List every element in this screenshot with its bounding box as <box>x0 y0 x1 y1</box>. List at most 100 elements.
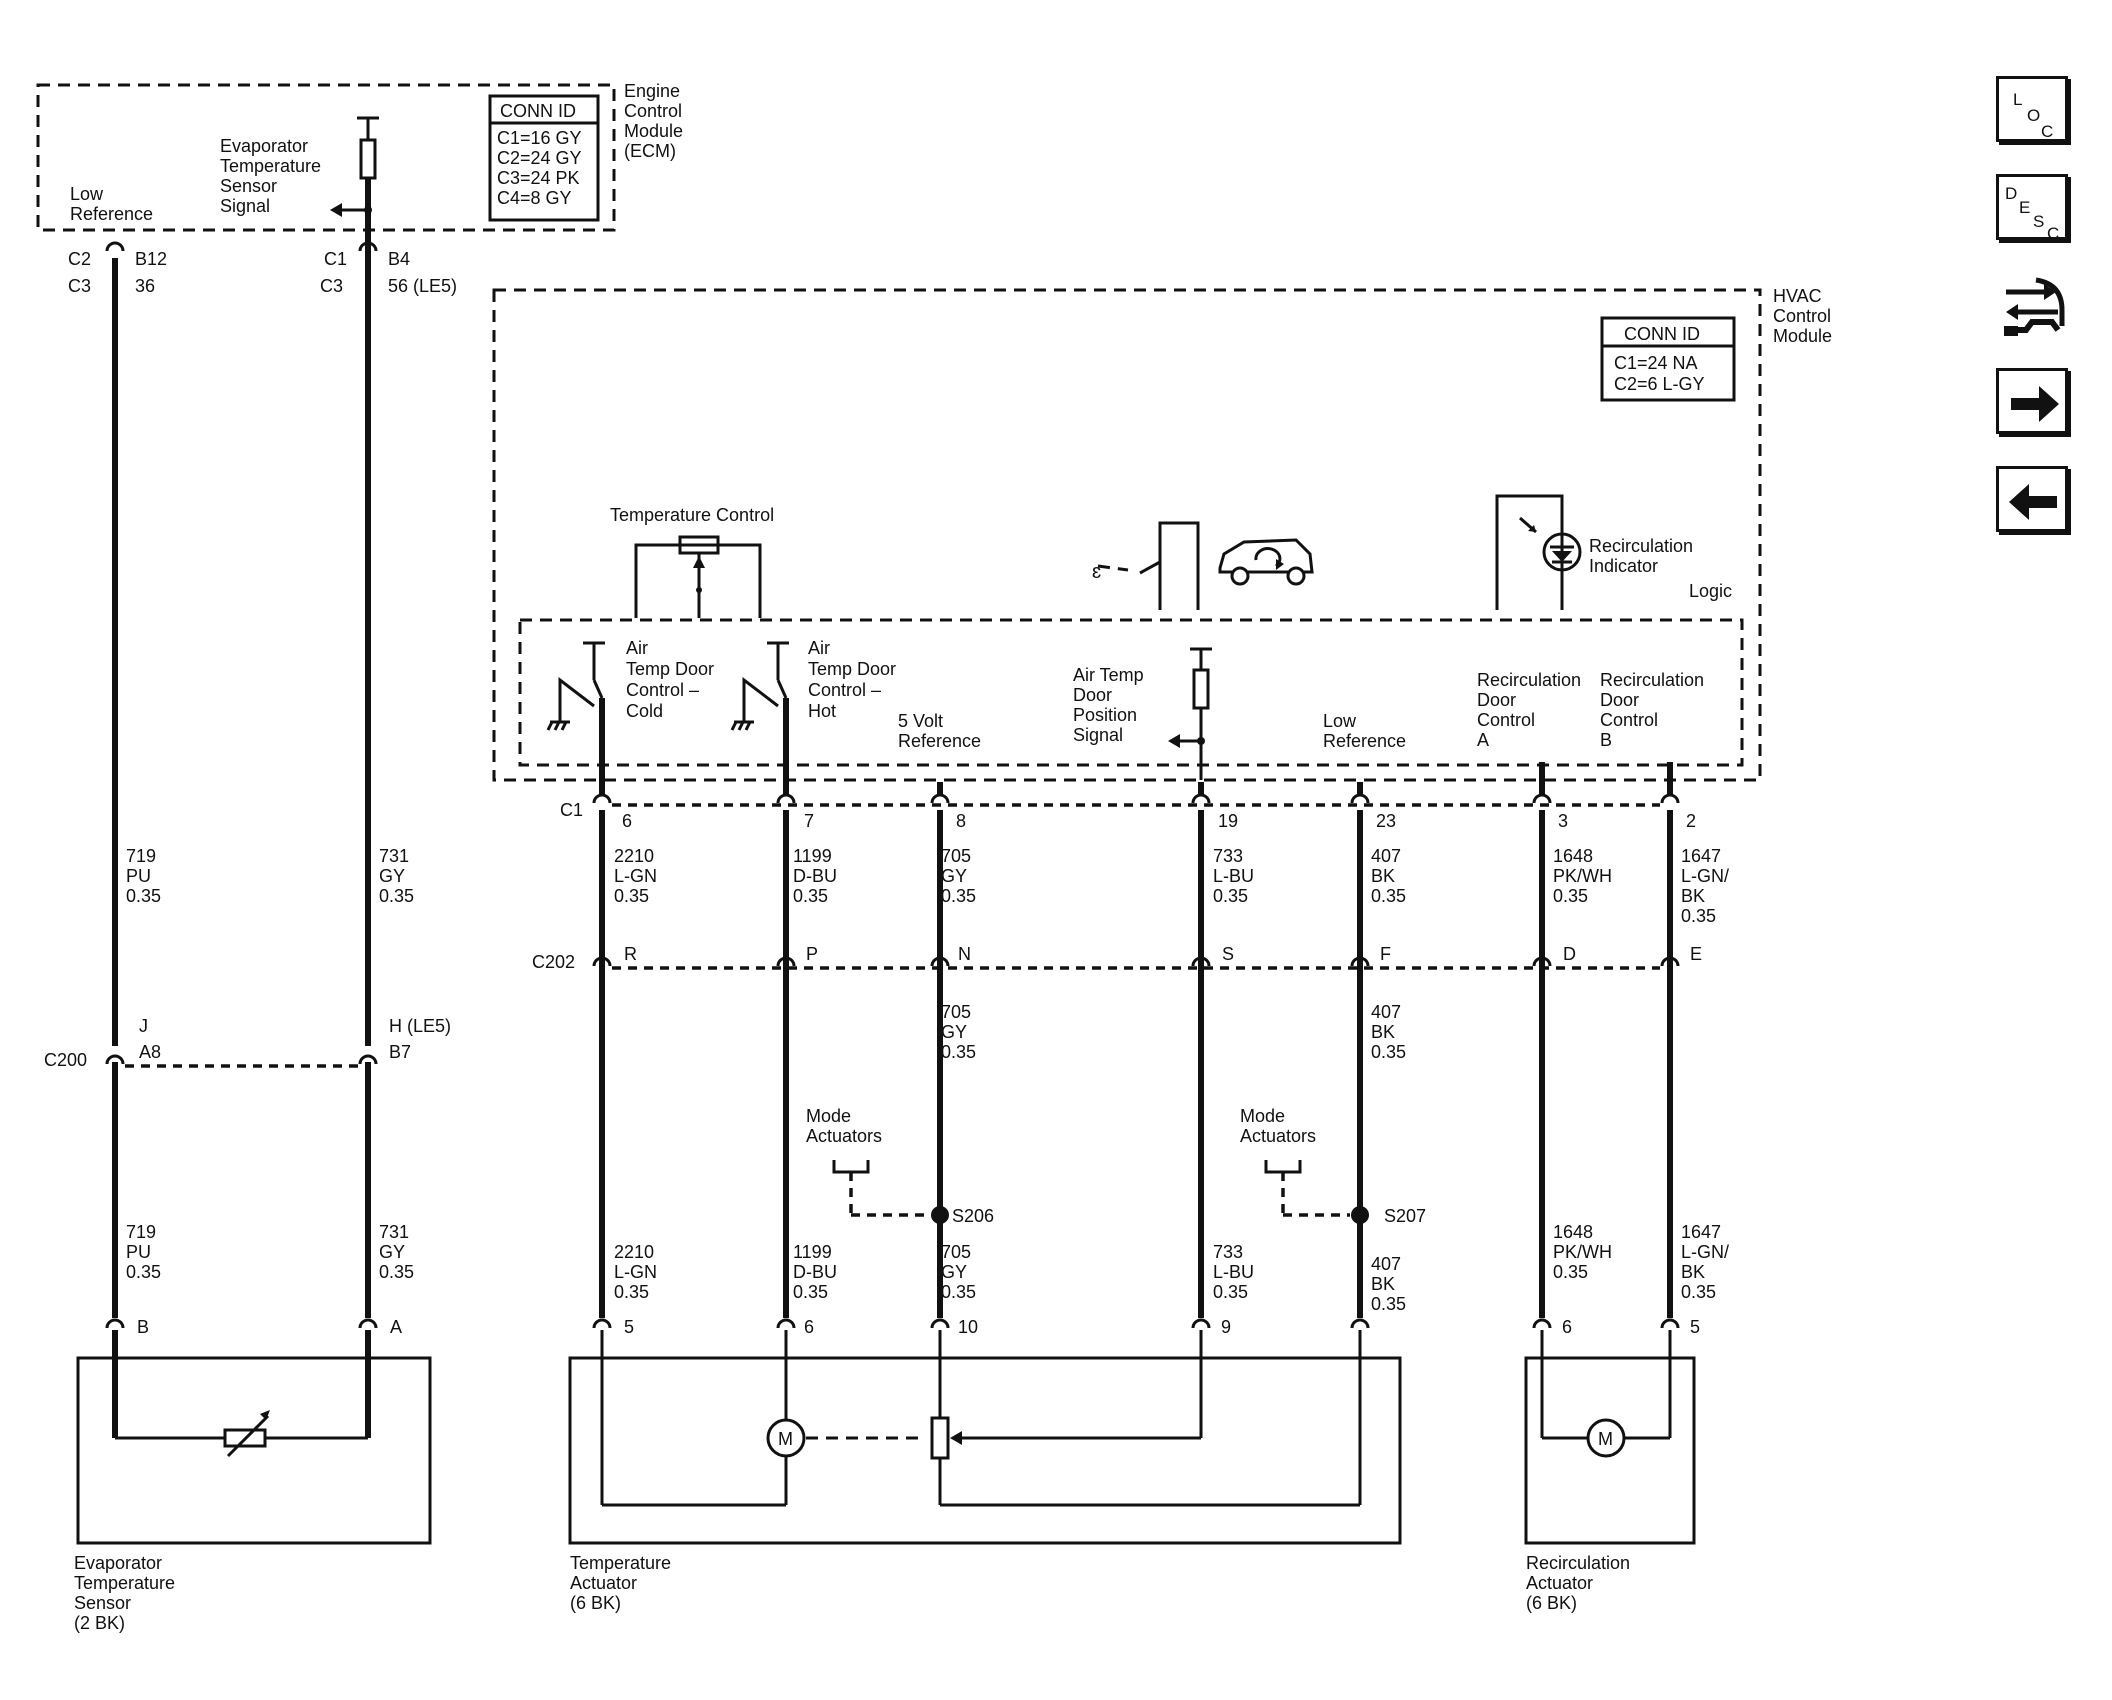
svg-text:BK: BK <box>1371 1274 1395 1294</box>
svg-text:(2 BK): (2 BK) <box>74 1613 125 1633</box>
five-volt-reference-label: 5 Volt Reference <box>898 711 981 751</box>
svg-text:ɛ: ɛ <box>1092 561 1101 583</box>
svg-text:GY: GY <box>941 866 967 886</box>
svg-text:Control –: Control – <box>626 680 699 700</box>
svg-text:0.35: 0.35 <box>126 1262 161 1282</box>
svg-text:10: 10 <box>958 1317 978 1337</box>
svg-text:L: L <box>2013 90 2022 109</box>
recirc-indicator-led: Recirculation Indicator Logic <box>1495 494 1732 610</box>
svg-text:H (LE5): H (LE5) <box>389 1016 451 1036</box>
svg-text:Reference: Reference <box>70 204 153 224</box>
svg-text:Control –: Control – <box>808 680 881 700</box>
svg-text:Position: Position <box>1073 705 1137 725</box>
svg-text:Door: Door <box>1477 690 1516 710</box>
svg-text:0.35: 0.35 <box>1681 906 1716 926</box>
svg-text:Sensor: Sensor <box>220 176 277 196</box>
svg-text:L-GN/: L-GN/ <box>1681 866 1729 886</box>
svg-text:733: 733 <box>1213 1242 1243 1262</box>
svg-text:GY: GY <box>941 1022 967 1042</box>
svg-text:9: 9 <box>1221 1317 1231 1337</box>
desc-button[interactable]: D E S C <box>1996 174 2068 243</box>
svg-text:0.35: 0.35 <box>793 1282 828 1302</box>
svg-text:S206: S206 <box>952 1206 994 1226</box>
previous-button[interactable] <box>1996 466 2068 532</box>
svg-text:C3: C3 <box>320 276 343 296</box>
svg-text:R: R <box>624 944 637 964</box>
svg-text:PK/WH: PK/WH <box>1553 866 1612 886</box>
svg-text:J: J <box>139 1016 148 1036</box>
recirculation-actuator-component: 6 5 M Recirculation Actuator (6 BK) <box>1524 1317 1700 1613</box>
svg-text:Temperature: Temperature <box>74 1573 175 1593</box>
svg-text:S: S <box>1222 944 1234 964</box>
evap-sensor-component: B A Evaporator Temperature Sensor (2 BK) <box>74 1317 432 1633</box>
ecm-evap-signal-label: Evaporator Temperature Sensor Signal <box>220 136 321 216</box>
svg-text:733: 733 <box>1213 846 1243 866</box>
svg-text:O: O <box>2027 106 2040 125</box>
svg-text:BK: BK <box>1681 886 1705 906</box>
temperature-actuator-component: 5 6 10 9 M Temperature Actuator (6 BK) <box>568 1317 1402 1613</box>
connector-swap-icon[interactable] <box>1996 270 2068 346</box>
svg-text:L-GN: L-GN <box>614 866 657 886</box>
vehicle-recirc-icon <box>1218 538 1314 586</box>
svg-text:0.35: 0.35 <box>1553 886 1588 906</box>
svg-text:0.35: 0.35 <box>941 1042 976 1062</box>
svg-text:A8: A8 <box>139 1042 161 1062</box>
svg-text:(6 BK): (6 BK) <box>570 1593 621 1613</box>
svg-text:6: 6 <box>622 811 632 831</box>
svg-text:PU: PU <box>126 1242 151 1262</box>
ecm-conn-c3: C3=24 PK <box>497 168 580 188</box>
svg-text:1648: 1648 <box>1553 846 1593 866</box>
arrow-left-icon <box>2027 496 2057 508</box>
c200-label: C200 <box>44 1050 87 1070</box>
c202-connector: C202 R P N S F D E <box>532 944 1702 972</box>
svg-text:B4: B4 <box>388 249 410 269</box>
svg-text:6: 6 <box>1562 1317 1572 1337</box>
ecm-module: CONN ID C1=16 GY C2=24 GY C3=24 PK C4=8 … <box>36 81 683 258</box>
svg-text:L-GN/: L-GN/ <box>1681 1242 1729 1262</box>
svg-text:B12: B12 <box>135 249 167 269</box>
svg-text:2210: 2210 <box>614 846 654 866</box>
svg-text:Mode: Mode <box>1240 1106 1285 1126</box>
svg-text:0.35: 0.35 <box>941 1282 976 1302</box>
svg-text:GY: GY <box>941 1262 967 1282</box>
door-position-signal: Air Temp Door Position Signal <box>1073 647 1212 780</box>
thermistor-icon <box>223 1428 267 1448</box>
splice-s206 <box>931 1206 949 1224</box>
hvac-conn-c1: C1=24 NA <box>1614 353 1698 373</box>
hvac-module: HVAC Control Module CONN ID C1=24 NA C2=… <box>492 286 1832 782</box>
svg-text:Recirculation: Recirculation <box>1600 670 1704 690</box>
svg-text:(ECM): (ECM) <box>624 141 676 161</box>
svg-text:PU: PU <box>126 866 151 886</box>
svg-text:6: 6 <box>804 1317 814 1337</box>
ecm-boundary <box>36 83 616 232</box>
ecm-conn-c1: C1=16 GY <box>497 128 582 148</box>
svg-text:0.35: 0.35 <box>379 1262 414 1282</box>
next-button[interactable] <box>1996 368 2068 434</box>
svg-text:3: 3 <box>1558 811 1568 831</box>
svg-text:Low: Low <box>1323 711 1357 731</box>
svg-text:F: F <box>1380 944 1391 964</box>
hvac-conn-header: CONN ID <box>1624 324 1700 344</box>
svg-text:Reference: Reference <box>1323 731 1406 751</box>
svg-text:2: 2 <box>1686 811 1696 831</box>
svg-text:A: A <box>390 1317 402 1337</box>
hvac-internal-wires <box>599 698 1673 795</box>
svg-text:0.35: 0.35 <box>1371 1294 1406 1314</box>
svg-text:8: 8 <box>956 811 966 831</box>
svg-text:Mode: Mode <box>806 1106 851 1126</box>
svg-text:1647: 1647 <box>1681 1222 1721 1242</box>
svg-text:Actuator: Actuator <box>1526 1573 1593 1593</box>
c202-label: C202 <box>532 952 575 972</box>
ecm-pullup-resistor <box>330 116 379 258</box>
svg-text:5: 5 <box>1690 1317 1700 1337</box>
loc-button[interactable]: L O C <box>1996 76 2068 142</box>
logic-label: Logic <box>1689 581 1732 601</box>
temperature-control-label: Temperature Control <box>610 505 774 525</box>
svg-text:0.35: 0.35 <box>126 886 161 906</box>
svg-text:Recirculation: Recirculation <box>1526 1553 1630 1573</box>
svg-text:M: M <box>778 1429 793 1449</box>
hvac-boundary <box>492 288 1762 782</box>
svg-text:23: 23 <box>1376 811 1396 831</box>
svg-text:1648: 1648 <box>1553 1222 1593 1242</box>
